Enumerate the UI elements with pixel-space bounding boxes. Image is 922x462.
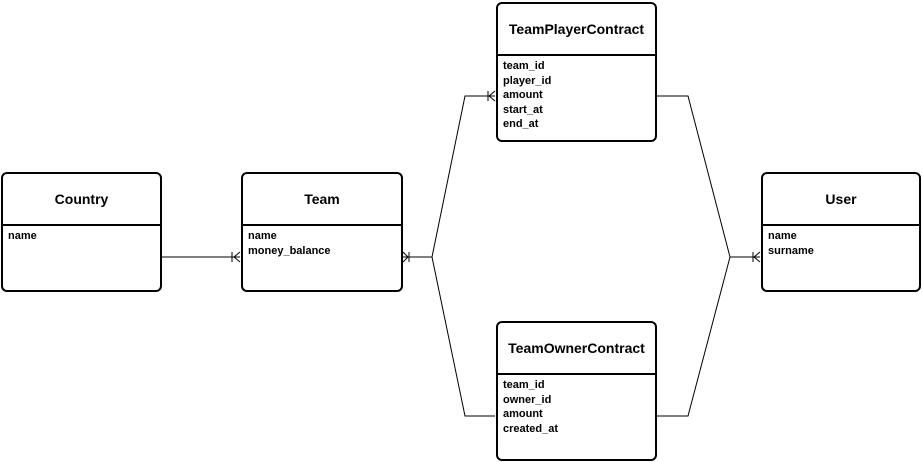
entity-team-owner-contract[interactable]: TeamOwnerContract team_id owner_id amoun… xyxy=(496,321,657,461)
field-name: name xyxy=(768,230,797,242)
field-name: name xyxy=(8,230,37,242)
crowfoot-user-left xyxy=(752,251,761,263)
entity-team[interactable]: Team name money_balance xyxy=(241,172,403,292)
entity-fields: name money_balance xyxy=(248,229,397,258)
relation-user-player-contract xyxy=(657,95,760,258)
entity-title: User xyxy=(763,174,919,226)
field-created-at: created_at xyxy=(503,422,559,435)
field-owner-id: owner_id xyxy=(503,393,552,406)
relation-user-owner-contract xyxy=(657,256,731,417)
entity-fields: name surname xyxy=(768,229,915,258)
field-name: name xyxy=(248,230,277,242)
field-money-balance: money_balance xyxy=(248,244,331,257)
entity-title: TeamPlayerContract xyxy=(498,4,655,56)
field-team-id: team_id xyxy=(503,379,545,391)
entity-team-player-contract[interactable]: TeamPlayerContract team_id player_id amo… xyxy=(496,2,657,142)
field-end-at: end_at xyxy=(503,118,539,130)
field-surname: surname xyxy=(768,244,814,257)
crowfoot-team-right-upper xyxy=(402,251,410,263)
entity-country[interactable]: Country name xyxy=(1,172,162,292)
field-amount: amount xyxy=(503,89,543,101)
field-amount: amount xyxy=(503,408,543,420)
relation-team-owner-contract xyxy=(431,256,495,417)
entity-title: TeamOwnerContract xyxy=(498,323,655,375)
relation-team-player-contract xyxy=(403,95,495,258)
entity-fields: team_id player_id amount start_at end_at xyxy=(503,59,651,132)
field-team-id: team_id xyxy=(503,60,545,72)
entity-fields: name xyxy=(8,229,156,244)
entity-user[interactable]: User name surname xyxy=(761,172,921,292)
entity-title: Team xyxy=(243,174,401,226)
entity-title: Country xyxy=(3,174,160,226)
field-start-at: start_at xyxy=(503,103,543,116)
entity-fields: team_id owner_id amount created_at xyxy=(503,378,651,436)
crowfoot-team-left xyxy=(231,251,241,263)
field-player-id: player_id xyxy=(503,74,552,87)
crowfoot-player-contract-left xyxy=(487,90,496,102)
